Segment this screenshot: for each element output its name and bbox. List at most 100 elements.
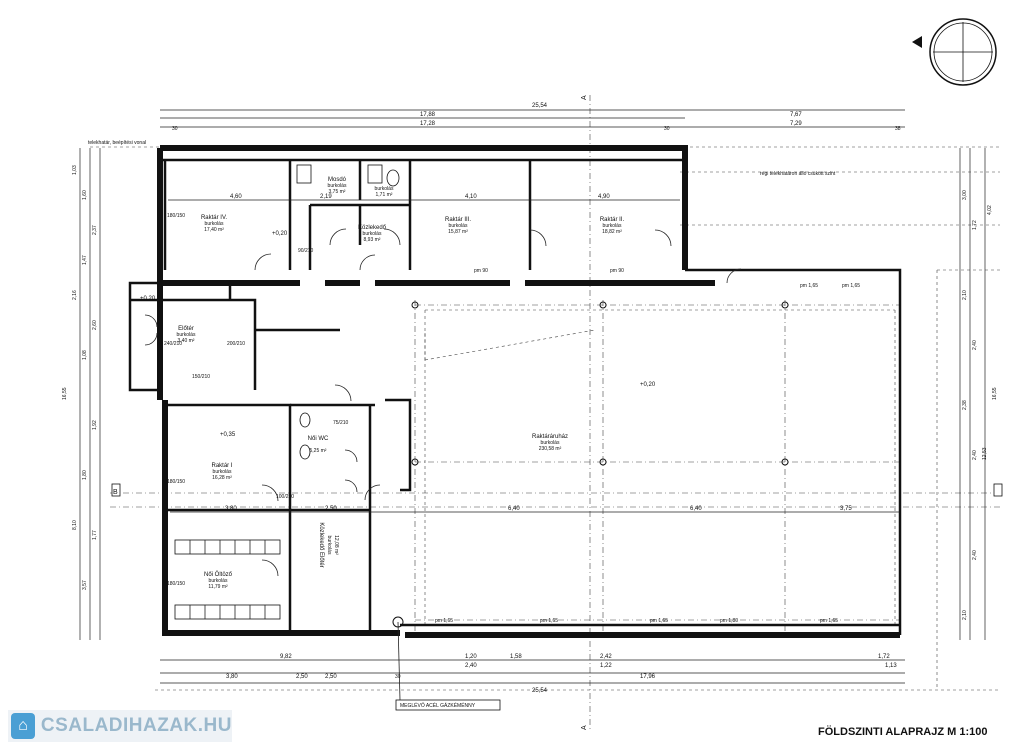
svg-text:8,93 m²: 8,93 m² [364, 237, 381, 243]
dim-right-10: 2,10 [962, 610, 968, 620]
door-mark: 90/210 [298, 248, 314, 254]
room-raktar-iv: Raktár IV. burkolás 17,40 m² [201, 215, 227, 233]
dim-bottom-w2: 2,40 [465, 663, 477, 669]
section-mark-b: B [113, 489, 118, 496]
svg-text:3,40 m²: 3,40 m² [178, 338, 195, 344]
dim-inner-r10: 2,50 [325, 506, 337, 512]
dim-bottom-w4: 2,42 [600, 654, 612, 660]
dim-right-7: 2,40 [972, 450, 978, 460]
room-raktaruhaz: Raktáráruház burkolás 230,58 m² [532, 434, 568, 452]
level-mark: +0,20 [640, 382, 656, 388]
dim-inner-r2: 4,10 [465, 194, 477, 200]
dim-top-b: 17,28 [420, 121, 436, 127]
dim-bottom-b1: 3,80 [226, 674, 238, 680]
svg-text:burkolás: burkolás [603, 223, 622, 229]
door-swings [144, 228, 742, 577]
window-mark: pm 1,65 [820, 618, 838, 624]
dim-left-14: 3,57 [82, 580, 88, 590]
dim-top-total: 25,54 [532, 103, 548, 109]
dimension-lines [79, 109, 986, 684]
dim-right-9: 2,40 [972, 550, 978, 560]
svg-text:17,40 m²: 17,40 m² [204, 227, 224, 233]
window-mark: pm 1,80 [720, 618, 738, 624]
dim-bottom-right: 17,96 [640, 674, 656, 680]
room-eloter: Előtér burkolás 3,40 m² [177, 326, 196, 344]
dim-left-2: 2,37 [92, 225, 98, 235]
dim-bottom-left: 9,82 [280, 654, 292, 660]
dim-right-0: 3,00 [962, 190, 968, 200]
dim-right-2: 4,02 [987, 205, 993, 215]
window-mark: pm 1,65 [435, 618, 453, 624]
svg-text:230,58 m²: 230,58 m² [539, 446, 562, 452]
dim-bottom-w3: 1,58 [510, 654, 522, 660]
svg-text:Raktár I: Raktár I [211, 463, 232, 469]
dim-inner-r1: 4,60 [230, 194, 242, 200]
dim-left-16: 16,55 [62, 387, 68, 400]
old-boundary-note: régi telekhatáron álló csukott szint [760, 171, 836, 177]
svg-text:Raktár IV.: Raktár IV. [201, 215, 227, 221]
dimensions-bottom: 9,82 17,96 25,54 3,80 2,50 2,50 30 1,20 … [226, 654, 897, 694]
window-mark: pm 1,65 [650, 618, 668, 624]
room-labels: Raktár IV. burkolás 17,40 m² Mosdó burko… [177, 177, 625, 590]
door-mark: 100/210 [276, 494, 294, 500]
window-mark: pm 1,65 [540, 618, 558, 624]
chimney-note: MEGLÉVŐ ACÉL GÁZKÉMÉNNY [400, 702, 476, 709]
svg-text:Mosdó: Mosdó [328, 177, 347, 183]
level-mark: +0,20 [272, 231, 288, 237]
dim-left-7: 2,60 [92, 320, 98, 330]
svg-text:Női Öltöző: Női Öltöző [204, 571, 233, 578]
section-mark-a: A [581, 95, 588, 100]
svg-text:burkolás: burkolás [375, 186, 394, 192]
svg-text:16,28 m²: 16,28 m² [212, 475, 232, 481]
dim-left-0: 1,03 [72, 165, 78, 175]
svg-text:11,79 m²: 11,79 m² [208, 584, 228, 590]
house-logo-icon: ⌂ [11, 713, 35, 739]
dim-bottom-total: 25,54 [532, 688, 548, 694]
room-noi-oltozo: Női Öltöző burkolás 11,79 m² [204, 571, 233, 590]
svg-text:burkolás: burkolás [541, 440, 560, 446]
svg-text:burkolás: burkolás [363, 231, 382, 237]
svg-text:burkolás: burkolás [213, 469, 232, 475]
dim-top-c: 7,67 [790, 112, 802, 118]
watermark-text: CSALADIHAZAK.HU [40, 715, 232, 736]
dim-bottom-w5: 1,72 [878, 654, 890, 660]
room-noi-wc: Női WC 5,25 m² [308, 436, 329, 454]
svg-text:Közlekedő Előtér: Közlekedő Előtér [318, 522, 324, 567]
svg-text:burkolás: burkolás [177, 332, 196, 338]
dim-top-f: 38 [895, 126, 901, 132]
svg-text:15,87 m²: 15,87 m² [448, 229, 468, 235]
room-kozlekedo-eloter: Közlekedő Előtér burkolás 12,08 m² [318, 522, 339, 567]
dim-top-e: 30 [172, 126, 178, 132]
dim-right-6: 2,38 [962, 400, 968, 410]
dimensions-inner: 4,60 4,10 4,90 2,19 3,80 6,40 6,40 3,75 … [225, 194, 852, 512]
door-mark: 150/210 [192, 374, 210, 380]
dim-bottom-b4: 30 [395, 674, 401, 680]
dim-bottom-b2: 2,50 [296, 674, 308, 680]
room-raktar-iii: Raktár III. burkolás 15,87 m² [445, 217, 471, 235]
room-mosdo: Mosdó burkolás 3,75 m² [328, 177, 347, 195]
door-mark: 75/210 [333, 420, 349, 426]
dim-right-12: 16,55 [992, 387, 998, 400]
section-mark-a-bottom: A [581, 725, 588, 730]
room-wc-top: burkolás 1,71 m² [375, 186, 394, 198]
plan-title: FÖLDSZINTI ALAPRAJZ M 1:100 [818, 726, 988, 738]
walls-top-block [157, 145, 902, 635]
level-marks: +0,20 +0,20 +0,35 +0,20 [140, 231, 656, 438]
dim-right-1: 1,72 [972, 220, 978, 230]
svg-text:Raktár II.: Raktár II. [600, 217, 625, 223]
svg-text:1,71 m²: 1,71 m² [376, 192, 393, 198]
sanitary-fixtures [296, 164, 400, 460]
dim-inner-r3: 4,90 [598, 194, 610, 200]
dim-left-3: 1,47 [82, 255, 88, 265]
watermark-badge: ⌂ CSALADIHAZAK.HU [8, 710, 232, 742]
boundary-note: telekhatár, beépítési vonal [88, 140, 146, 146]
dim-left-13: 1,77 [92, 530, 98, 540]
window-mark: pm 1,65 [800, 283, 818, 289]
svg-text:burkolás: burkolás [326, 536, 332, 555]
dim-top-a: 17,88 [420, 112, 436, 118]
door-window-marks: 90/210 100/210 75/210 180/150 180/150 18… [164, 213, 860, 624]
door-mark: 200/210 [227, 341, 245, 347]
north-arrow-icon [912, 18, 997, 86]
dim-left-1: 1,60 [82, 190, 88, 200]
dim-bottom-b3: 2,50 [325, 674, 337, 680]
